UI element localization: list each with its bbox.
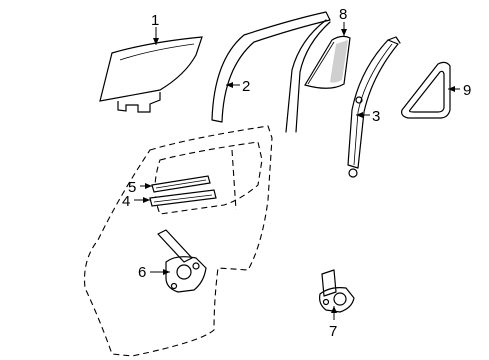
callout-3: 3 [372, 108, 380, 125]
door-shell-outline [83, 125, 273, 357]
window-regulator-part [157, 229, 207, 293]
callout-6: 6 [138, 264, 146, 281]
regulator-motor-part [319, 269, 355, 313]
division-bar-part [347, 36, 401, 178]
callout-8: 8 [339, 6, 347, 23]
belt-molding-parts [149, 175, 217, 207]
callout-1: 1 [151, 12, 159, 29]
callout-7: 7 [329, 323, 337, 340]
quarter-glass-part [304, 35, 351, 89]
glass-run-channel-part [211, 11, 331, 133]
callout-leaders [134, 22, 460, 320]
callout-2: 2 [242, 78, 250, 95]
callout-4: 4 [122, 193, 130, 210]
callout-9: 9 [463, 82, 471, 99]
quarter-weatherstrip-part [401, 61, 451, 119]
door-glass-part [99, 36, 203, 113]
callout-5: 5 [128, 179, 136, 196]
